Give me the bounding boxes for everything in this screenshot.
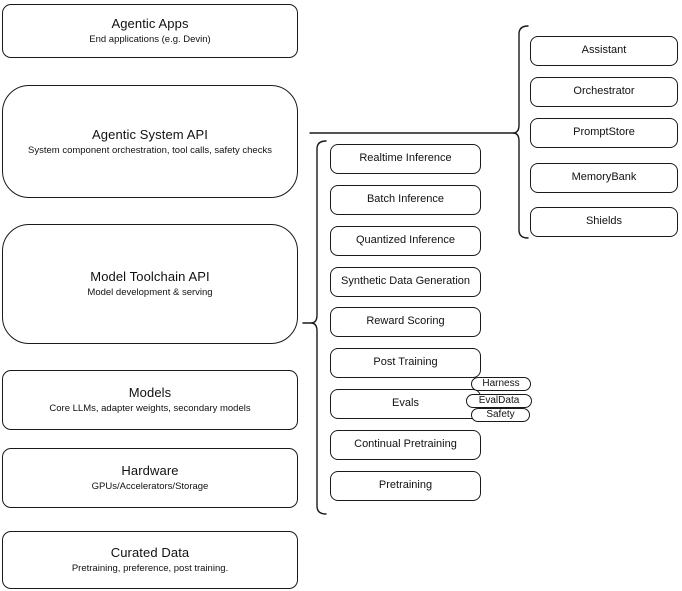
- tag-evaldata: EvalData: [466, 394, 532, 408]
- node-subtitle: Pretraining, preference, post training.: [71, 563, 229, 574]
- node-post-training: Post Training: [330, 348, 481, 378]
- node-subtitle: Model development & serving: [87, 287, 213, 298]
- tag-harness: Harness: [471, 377, 531, 391]
- brace-toolchain-services: [310, 140, 327, 515]
- node-reward-scoring: Reward Scoring: [330, 307, 481, 337]
- node-batch-inference: Batch Inference: [330, 185, 481, 215]
- node-promptstore: PromptStore: [530, 118, 678, 148]
- node-title: Curated Data: [110, 545, 190, 560]
- node-title: Models: [128, 385, 172, 400]
- node-pretraining: Pretraining: [330, 471, 481, 501]
- tag-safety: Safety: [471, 408, 530, 422]
- node-title: Model Toolchain API: [90, 269, 210, 284]
- node-subtitle: Core LLMs, adapter weights, secondary mo…: [49, 403, 251, 414]
- node-synthetic-data-generation: Synthetic Data Generation: [330, 267, 481, 297]
- brace-agentic-components: [512, 25, 529, 239]
- node-title: Agentic Apps: [111, 16, 189, 31]
- node-quantized-inference: Quantized Inference: [330, 226, 481, 256]
- node-evals: Evals: [330, 389, 481, 419]
- node-hardware: Hardware GPUs/Accelerators/Storage: [2, 448, 298, 508]
- node-orchestrator: Orchestrator: [530, 77, 678, 107]
- node-title: Hardware: [121, 463, 179, 478]
- node-models: Models Core LLMs, adapter weights, secon…: [2, 370, 298, 430]
- node-subtitle: GPUs/Accelerators/Storage: [91, 481, 209, 492]
- node-assistant: Assistant: [530, 36, 678, 66]
- node-memorybank: MemoryBank: [530, 163, 678, 193]
- node-subtitle: System component orchestration, tool cal…: [28, 144, 272, 156]
- node-continual-pretraining: Continual Pretraining: [330, 430, 481, 460]
- node-subtitle: End applications (e.g. Devin): [89, 34, 211, 45]
- node-agentic-system-api: Agentic System API System component orch…: [2, 85, 298, 198]
- node-agentic-apps: Agentic Apps End applications (e.g. Devi…: [2, 4, 298, 58]
- node-curated-data: Curated Data Pretraining, preference, po…: [2, 531, 298, 589]
- node-model-toolchain-api: Model Toolchain API Model development & …: [2, 224, 298, 344]
- node-realtime-inference: Realtime Inference: [330, 144, 481, 174]
- node-shields: Shields: [530, 207, 678, 237]
- node-title: Agentic System API: [92, 126, 208, 142]
